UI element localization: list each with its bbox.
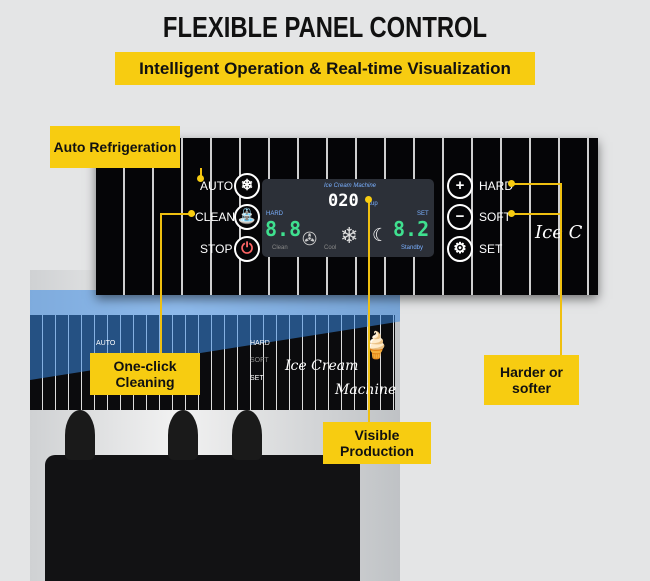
minus-icon: −	[455, 208, 465, 225]
auto-label: AUTO	[200, 179, 234, 193]
page-title: FLEXIBLE PANEL CONTROL	[162, 12, 488, 44]
faucet-icon: ⛲	[237, 208, 257, 225]
hard-value: 8.8	[265, 217, 302, 241]
snowflake-icon: ❄	[240, 177, 254, 194]
snowflake-icon: ❄	[340, 223, 359, 248]
cool-indicator: Cool	[324, 245, 337, 251]
callout-auto-refrigeration: Auto Refrigeration	[50, 126, 180, 168]
hard-indicator: HARD	[266, 211, 284, 217]
lcd-display: Ice Cream Machine 020 cup HARD 8.8 SET 8…	[262, 179, 434, 257]
mini-set-label: SET	[250, 375, 264, 382]
hard-button[interactable]: +	[447, 173, 473, 199]
standby-indicator: Standby	[401, 245, 424, 251]
machine-script-line2: Machine	[335, 382, 397, 398]
mini-hard-label: HARD	[250, 340, 270, 347]
stop-label: STOP	[200, 242, 233, 256]
set-label: SET	[479, 242, 503, 256]
callout-visible-production: Visible Production	[323, 422, 431, 464]
mini-soft-label: SOFT	[250, 357, 269, 364]
stop-button[interactable]: ⏻	[234, 236, 260, 262]
cup-unit: cup	[368, 201, 378, 207]
callout-harder-softer: Harder or softer	[484, 355, 579, 405]
fan-icon: ✇	[302, 229, 318, 249]
set-value: 8.2	[393, 217, 430, 241]
panel-script-text: Ice C	[535, 222, 583, 243]
callout-one-click-cleaning: One-click Cleaning	[90, 353, 200, 395]
set-indicator: SET	[417, 211, 429, 217]
cup-counter: 020	[328, 191, 359, 211]
dispenser-handle[interactable]	[168, 410, 198, 460]
power-icon: ⏻	[241, 240, 253, 257]
mini-auto-label: AUTO	[96, 340, 116, 347]
subtitle-banner: Intelligent Operation & Real-time Visual…	[115, 52, 535, 85]
gear-icon: ⚙	[453, 240, 467, 257]
plus-icon: +	[455, 177, 465, 194]
dispenser-handle[interactable]	[65, 410, 95, 460]
moon-icon: ☾	[372, 225, 389, 245]
dispenser-base	[45, 455, 360, 581]
set-button[interactable]: ⚙	[447, 236, 473, 262]
auto-button[interactable]: ❄	[234, 173, 260, 199]
clean-indicator: Clean	[272, 245, 288, 251]
soft-button[interactable]: −	[447, 204, 473, 230]
clean-label: CLEAN	[195, 210, 236, 224]
soft-label: SOFT	[479, 210, 511, 224]
ice-cream-cone-icon: 🍦	[360, 330, 393, 360]
machine-script-line1: Ice Cream	[285, 358, 359, 374]
dispenser-handle[interactable]	[232, 410, 262, 460]
clean-button[interactable]: ⛲	[234, 204, 260, 230]
lcd-brand: Ice Cream Machine	[324, 183, 377, 189]
hard-label: HARD	[479, 179, 514, 193]
